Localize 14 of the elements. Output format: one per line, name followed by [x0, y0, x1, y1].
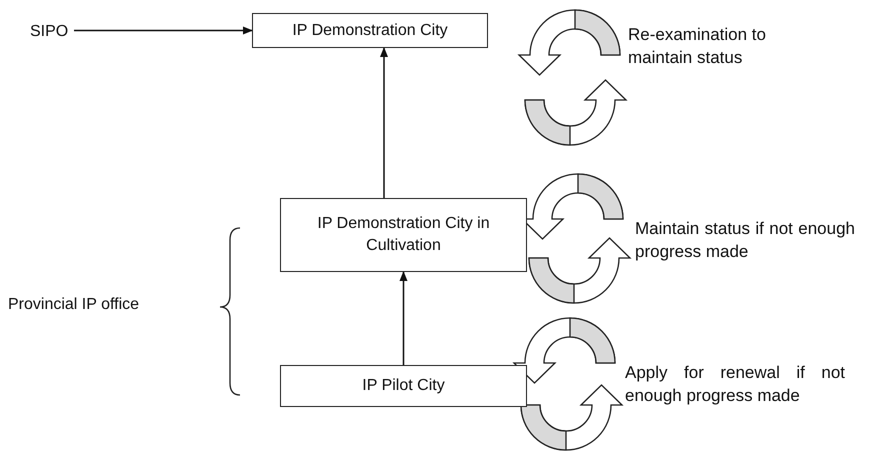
status-note: Apply for renewal if not enough progress made — [625, 362, 845, 407]
city-level-box — [252, 13, 488, 48]
status-note: Maintain status if not enough progress made — [635, 218, 855, 263]
authority-label: SIPO — [30, 22, 68, 42]
arrow — [74, 26, 253, 34]
box-label: IP Pilot City — [362, 376, 445, 396]
arrow — [380, 47, 388, 198]
city-level-box — [280, 198, 527, 272]
arrow — [400, 271, 408, 365]
authority-label: Provincial IP office — [8, 296, 140, 314]
city-level-box — [280, 365, 527, 407]
box-label: IP Demonstration City in Cultivation — [316, 214, 491, 256]
box-label: IP Demonstration City — [292, 20, 448, 41]
status-note: Re-examination to maintain status — [628, 24, 767, 69]
